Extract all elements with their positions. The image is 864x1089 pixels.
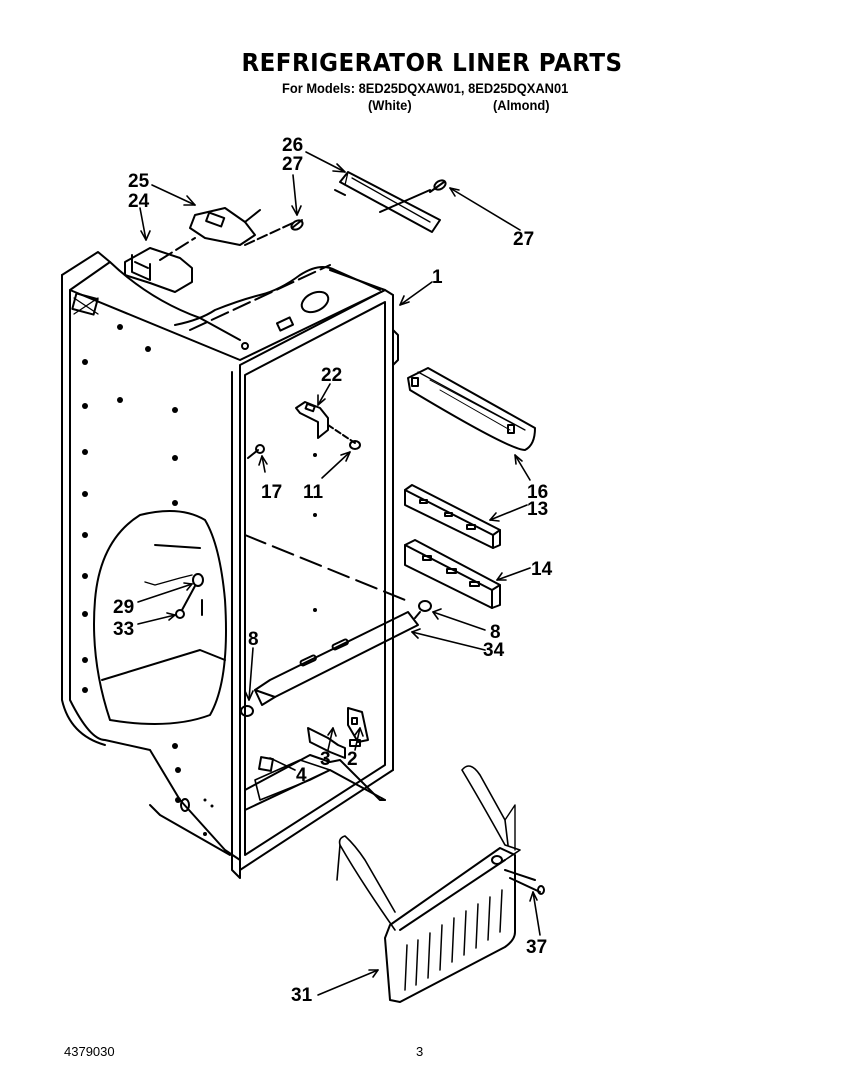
callout-26: 26 (282, 135, 304, 156)
clip-8-left (240, 705, 254, 717)
callout-16: 16 (527, 482, 549, 503)
part-14-trim (404, 539, 501, 609)
callout-29: 29 (113, 597, 135, 618)
screw-27-left (290, 219, 304, 231)
callout-31: 31 (291, 985, 313, 1006)
callout-8-left: 8 (248, 629, 259, 650)
variant-white: (White) (368, 97, 412, 113)
part-4-part (258, 756, 274, 772)
callout-3: 3 (320, 749, 331, 770)
callout-2: 2 (347, 749, 358, 770)
callout-11: 11 (303, 482, 324, 503)
part-13-trim (404, 484, 501, 549)
document-number: 4379030 (64, 1044, 115, 1059)
variant-almond: (Almond) (493, 97, 550, 113)
part-26-top-bracket (334, 171, 441, 233)
part-31-heater (336, 765, 545, 1003)
page-number: 3 (416, 1044, 424, 1059)
part-24-25-assembly (124, 207, 296, 293)
callout-1: 1 (432, 267, 443, 288)
leader-lines (137, 151, 541, 996)
part-22-bracket (295, 401, 361, 450)
page-title: REFRIGERATOR LINER PARTS (241, 48, 623, 77)
screw-17 (247, 444, 265, 459)
callout-27-right: 27 (513, 229, 535, 250)
callout-14: 14 (531, 559, 553, 580)
callout-4: 4 (296, 765, 307, 786)
callout-37: 37 (526, 937, 548, 958)
screw-27-right (429, 179, 447, 193)
callout-17: 17 (261, 482, 283, 503)
callout-27-upper: 27 (282, 154, 304, 175)
models-line: For Models: 8ED25DQXAW01, 8ED25DQXAN01 (282, 80, 569, 96)
callout-13: 13 (527, 499, 549, 520)
callout-8-right: 8 (490, 622, 501, 643)
part-2-switch (347, 707, 369, 747)
part-34-rail (254, 611, 419, 706)
clip-8-right (414, 600, 432, 619)
liner-cabinet (61, 251, 406, 879)
callout-24: 24 (128, 191, 150, 212)
callout-33: 33 (113, 619, 135, 640)
part-29-33 (144, 573, 204, 619)
callout-22: 22 (321, 365, 343, 386)
callout-25: 25 (128, 171, 150, 192)
callout-34: 34 (483, 640, 505, 661)
part-16-trim (407, 367, 536, 451)
